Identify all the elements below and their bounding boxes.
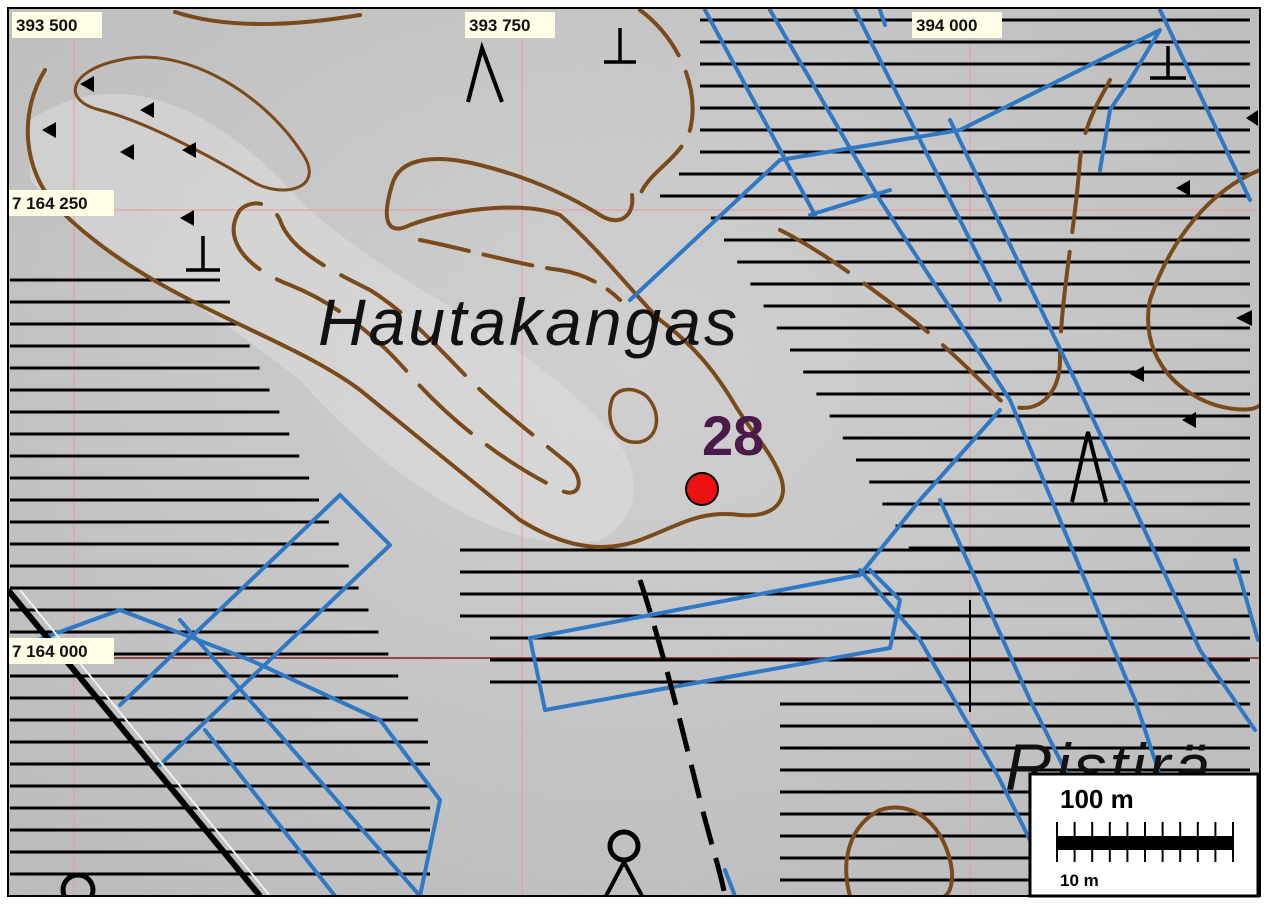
cliff-triangle-icon	[1236, 310, 1252, 326]
scale-bar: 100 m 10 m	[1028, 772, 1260, 898]
easting-label-3: 394 000	[916, 16, 977, 35]
pit-symbol-icon	[186, 236, 220, 272]
cliff-triangle-icon	[180, 210, 194, 226]
map-frame	[7, 7, 1261, 897]
cliff-triangle-icon	[80, 76, 94, 92]
contour-outer	[25, 68, 786, 550]
ridge-highlight	[30, 93, 634, 543]
cliff-triangle-icon	[1246, 110, 1258, 126]
contour-ring	[608, 387, 659, 444]
contour-top	[173, 10, 362, 26]
terrain-symbols	[42, 76, 1258, 428]
cliff-triangle-icon	[120, 144, 134, 160]
pit-symbol-icon	[604, 28, 636, 64]
cliff-triangle-icon	[42, 122, 56, 138]
contour-far-east	[1146, 168, 1260, 412]
contour-top-right	[638, 8, 695, 197]
ditches	[8, 8, 1260, 896]
contour-east	[778, 78, 1112, 410]
contour-hill-neck	[418, 238, 622, 302]
scale-minor-label: 10 m	[1060, 871, 1099, 890]
cliff-triangle-icon	[182, 142, 196, 158]
cliff-triangle-icon	[1176, 180, 1190, 196]
grid-labels: 393 500 393 750 394 000 7 164 250 7 164 …	[8, 12, 1002, 664]
pit-symbol-icon	[1150, 46, 1186, 80]
scale-major-label: 100 m	[1060, 784, 1134, 814]
site-marker-dot[interactable]	[685, 472, 719, 506]
northing-label-1: 7 164 250	[12, 194, 88, 213]
easting-label-2: 393 750	[469, 16, 530, 35]
contour-lines	[25, 8, 1260, 896]
cliff-triangle-icon	[1182, 412, 1196, 428]
open-pit-symbol-icon	[1070, 431, 1108, 503]
open-pit-symbol-icon	[466, 41, 504, 103]
boulder-symbol-icon	[607, 829, 641, 863]
northing-label-2: 7 164 000	[12, 642, 88, 661]
boulder-symbol-icon	[60, 872, 96, 896]
contour-loop-left	[73, 55, 311, 192]
place-name-main: Hautakangas	[318, 285, 740, 359]
point-symbols	[60, 28, 1186, 896]
contour-inner-1	[231, 201, 581, 495]
cliff-triangle-icon	[140, 102, 154, 118]
easting-label-1: 393 500	[16, 16, 77, 35]
cliff-triangle-icon	[1130, 366, 1144, 382]
site-number: 28	[702, 404, 764, 467]
contour-south	[844, 805, 955, 896]
